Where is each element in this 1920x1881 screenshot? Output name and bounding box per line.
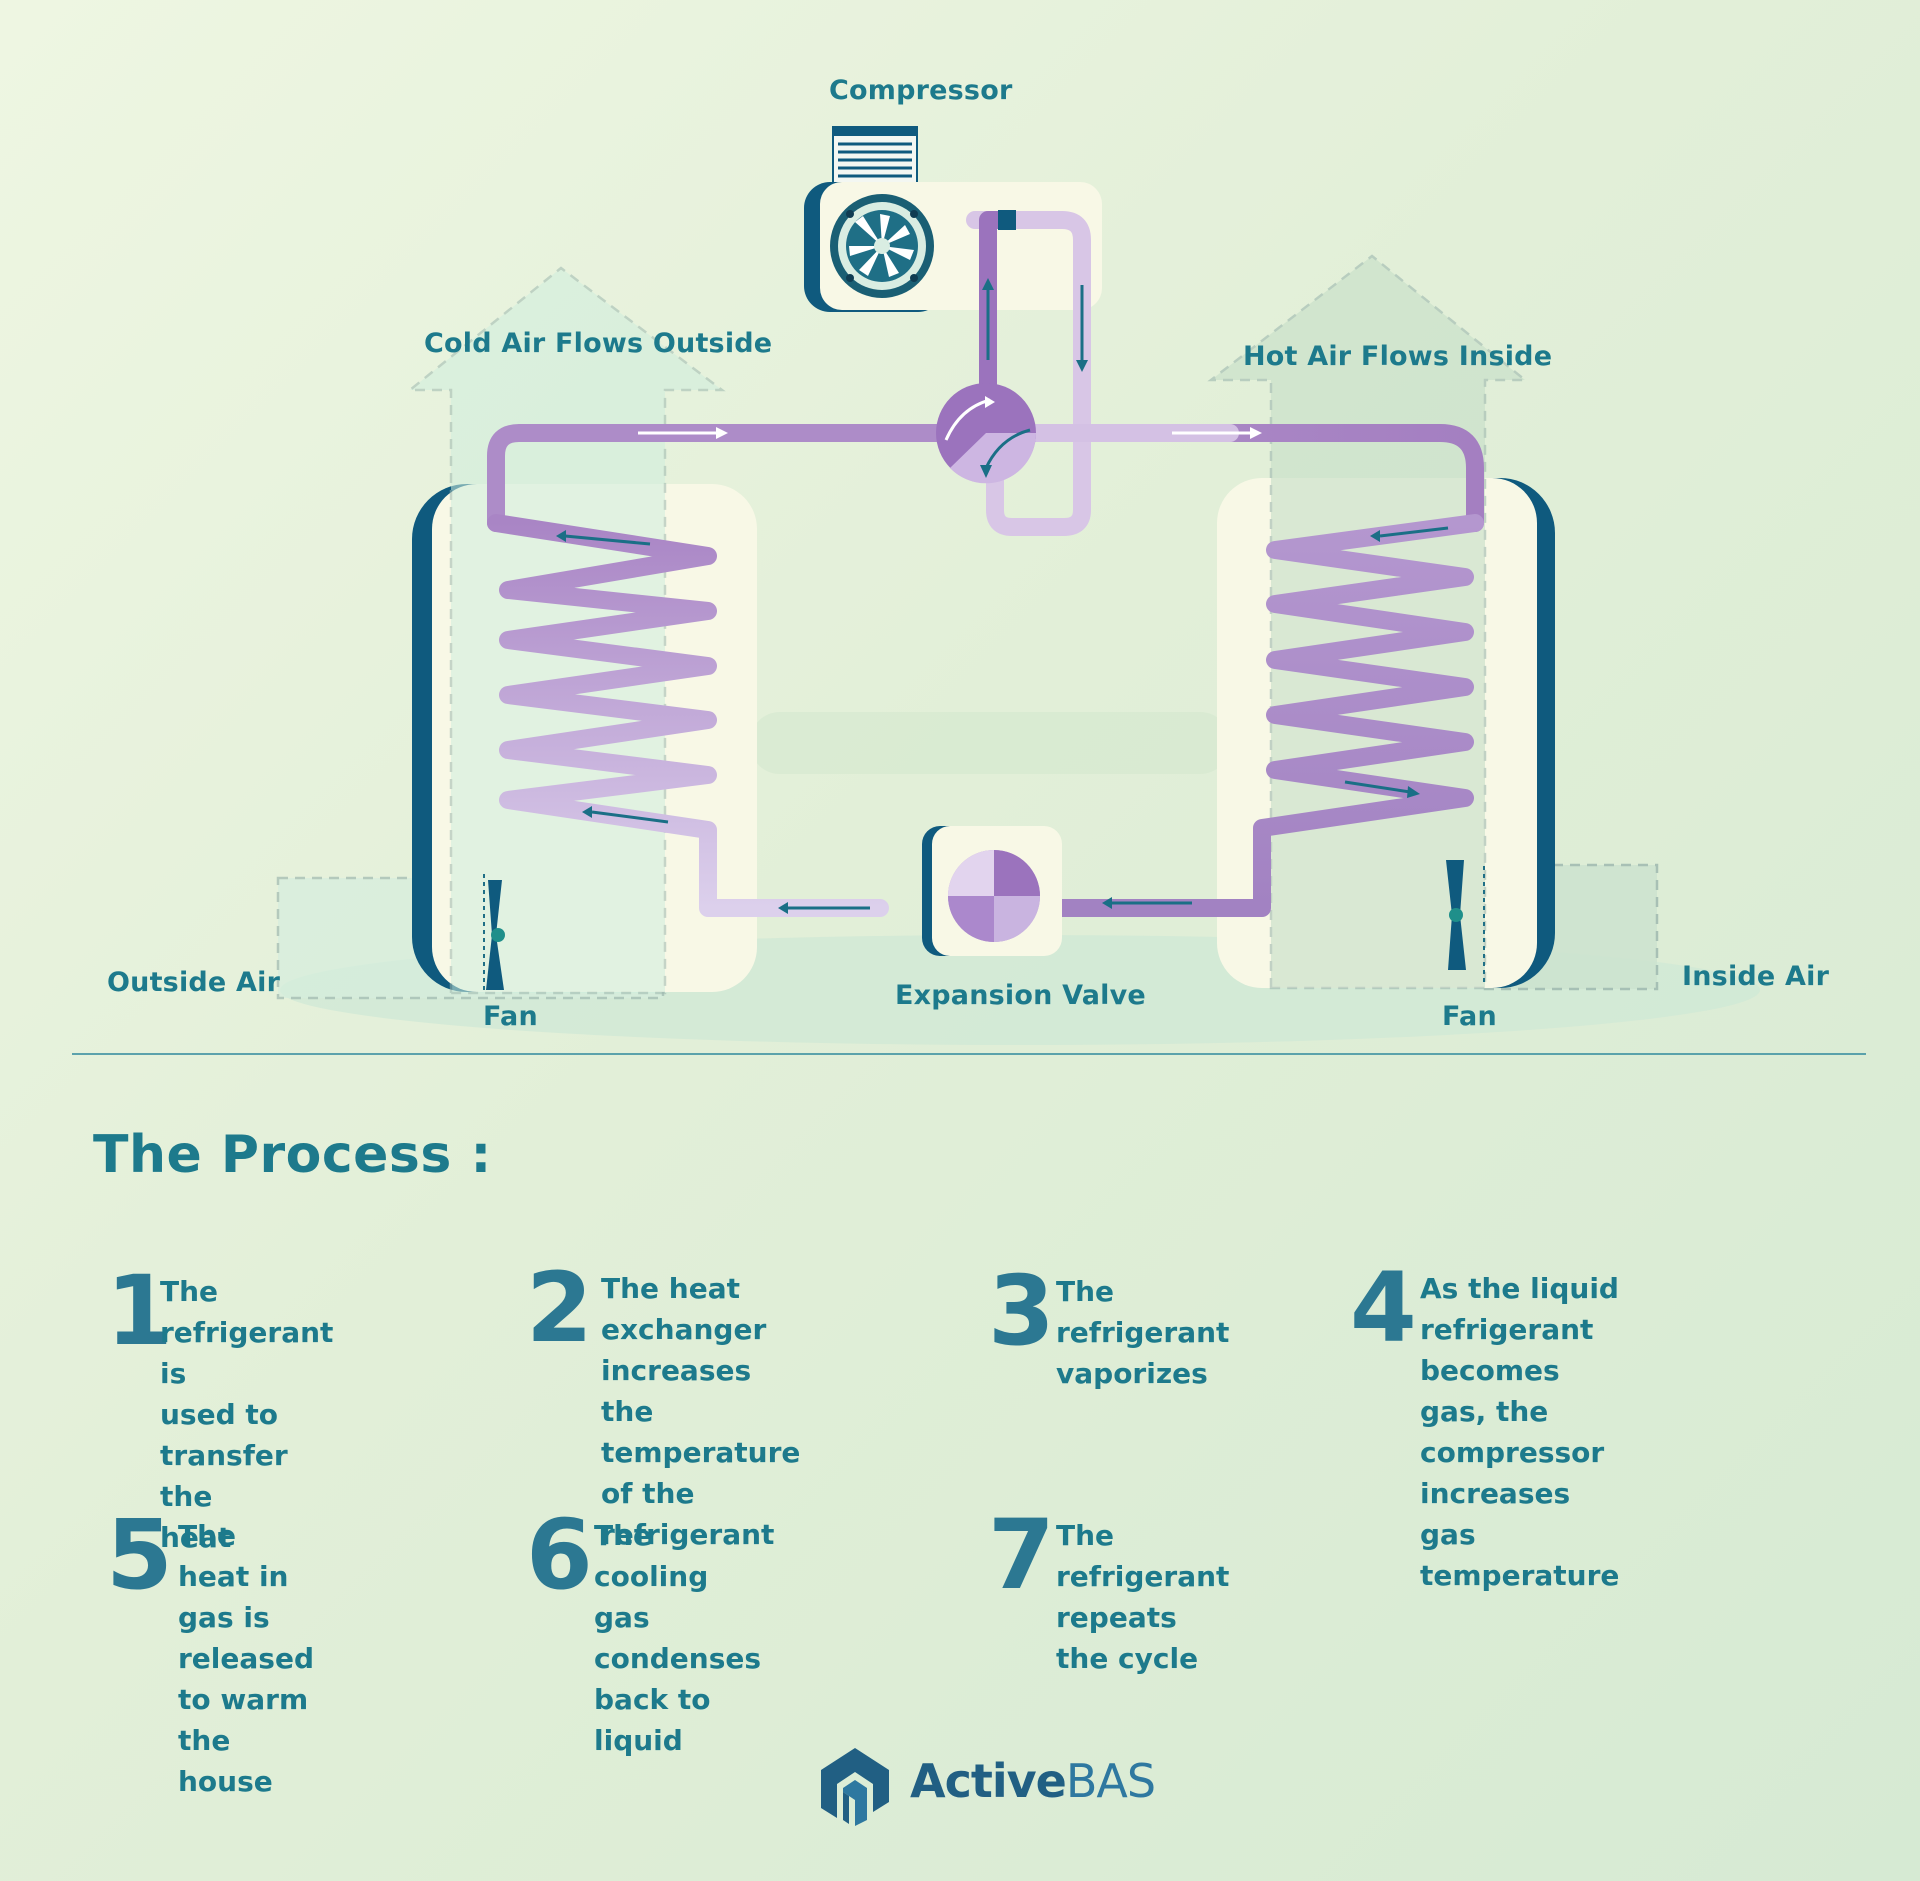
refrigerant-pipes [487,210,1484,917]
cold-air-label: Cold Air Flows Outside [424,328,773,359]
fan-right-label: Fan [1442,1001,1497,1032]
step-number: 2 [526,1252,593,1364]
heat-pump-diagram [276,126,1760,1045]
flow-arrows [556,278,1449,914]
logo-text: ActiveBAS [910,1754,1156,1808]
activebas-logo: ActiveBAS [815,1740,1156,1830]
inside-air-label: Inside Air [1682,961,1830,992]
fan-left-label: Fan [483,1001,538,1032]
logo-text-light: BAS [1065,1754,1156,1808]
middle-glow [750,712,1230,774]
reversing-valve [936,383,1037,484]
step-number: 4 [1350,1252,1417,1364]
expansion-valve-label: Expansion Valve [895,980,1146,1011]
section-divider [72,1053,1866,1055]
compressor [804,126,1102,312]
expansion-valve [922,826,1062,956]
process-title: The Process : [93,1125,492,1185]
outside-air-label: Outside Air [107,967,281,998]
hot-air-label: Hot Air Flows Inside [1243,341,1553,372]
fan-right-icon [1446,860,1485,986]
step-number: 7 [988,1499,1055,1611]
compressor-label: Compressor [829,75,1013,106]
fan-left-icon [483,874,505,994]
activebas-logo-icon [821,1748,889,1826]
step-number: 3 [988,1255,1055,1367]
step-number: 5 [106,1499,173,1611]
logo-text-bold: Active [910,1754,1067,1808]
step-number: 6 [526,1499,593,1611]
step-number: 1 [106,1255,173,1367]
